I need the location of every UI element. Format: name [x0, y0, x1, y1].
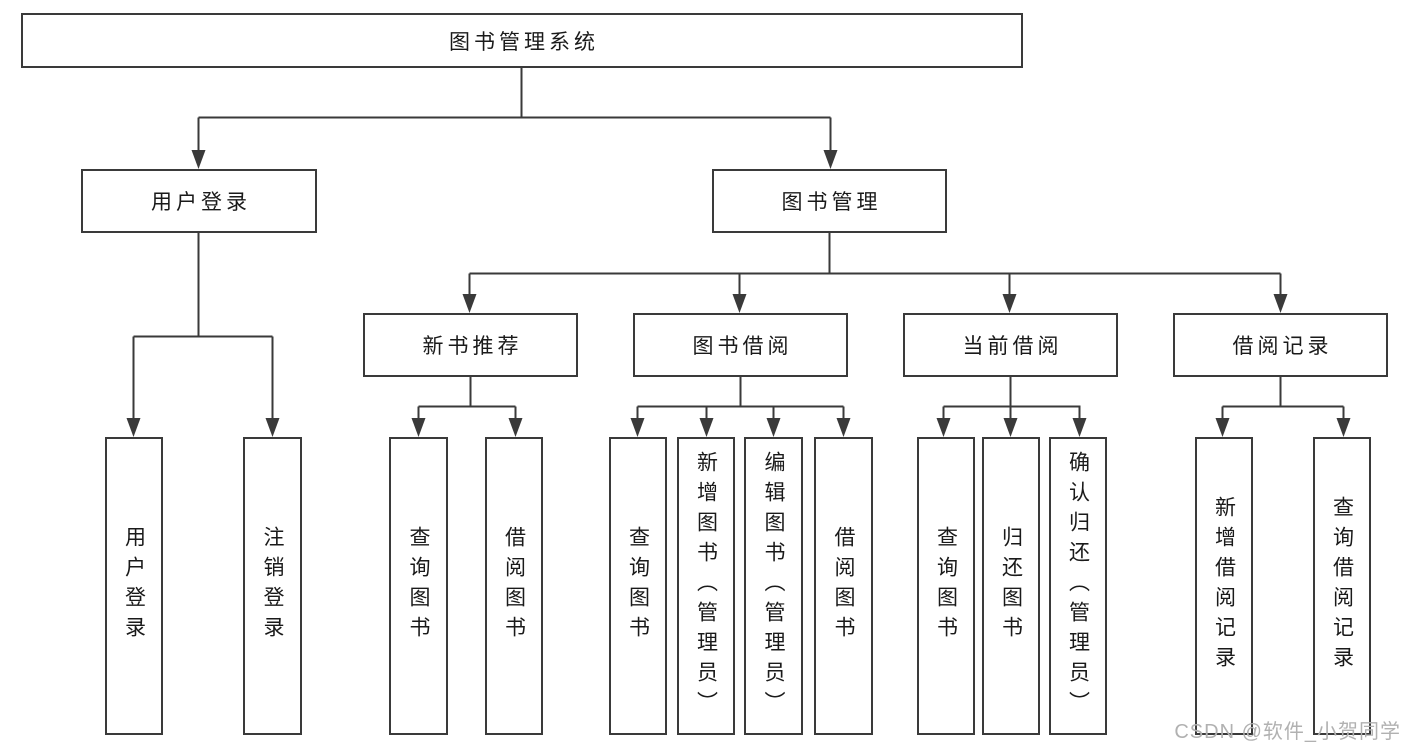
watermark: CSDN @软件_小贺同学 — [1174, 721, 1401, 743]
node-borrowing-records: 借阅记录 — [1173, 313, 1388, 377]
node-newrec-query-books: 查询图书 — [389, 437, 448, 735]
node-leaf-logout: 注销登录 — [243, 437, 302, 735]
node-borrow-borrow-books: 借阅图书 — [814, 437, 873, 735]
node-current-query-books: 查询图书 — [917, 437, 975, 735]
node-current-return-books: 归还图书 — [982, 437, 1040, 735]
node-book-management: 图书管理 — [712, 169, 947, 233]
node-borrow-query-books: 查询图书 — [609, 437, 667, 735]
node-book-borrowing: 图书借阅 — [633, 313, 848, 377]
arrowheads — [126, 150, 1351, 437]
node-user-login: 用户登录 — [81, 169, 317, 233]
node-library-management-system: 图书管理系统 — [21, 13, 1023, 68]
node-records-query-borrow-record: 查询借阅记录 — [1313, 437, 1371, 735]
node-borrow-add-books-admin: 新增图书（管理员） — [677, 437, 735, 735]
node-current-confirm-return-admin: 确认归还（管理员） — [1049, 437, 1107, 735]
node-new-book-recommend: 新书推荐 — [363, 313, 578, 377]
node-leaf-user-login: 用户登录 — [105, 437, 163, 735]
node-newrec-borrow-books: 借阅图书 — [485, 437, 543, 735]
node-records-add-borrow-record: 新增借阅记录 — [1195, 437, 1253, 735]
node-borrow-edit-books-admin: 编辑图书（管理员） — [744, 437, 803, 735]
node-current-borrowing: 当前借阅 — [903, 313, 1118, 377]
